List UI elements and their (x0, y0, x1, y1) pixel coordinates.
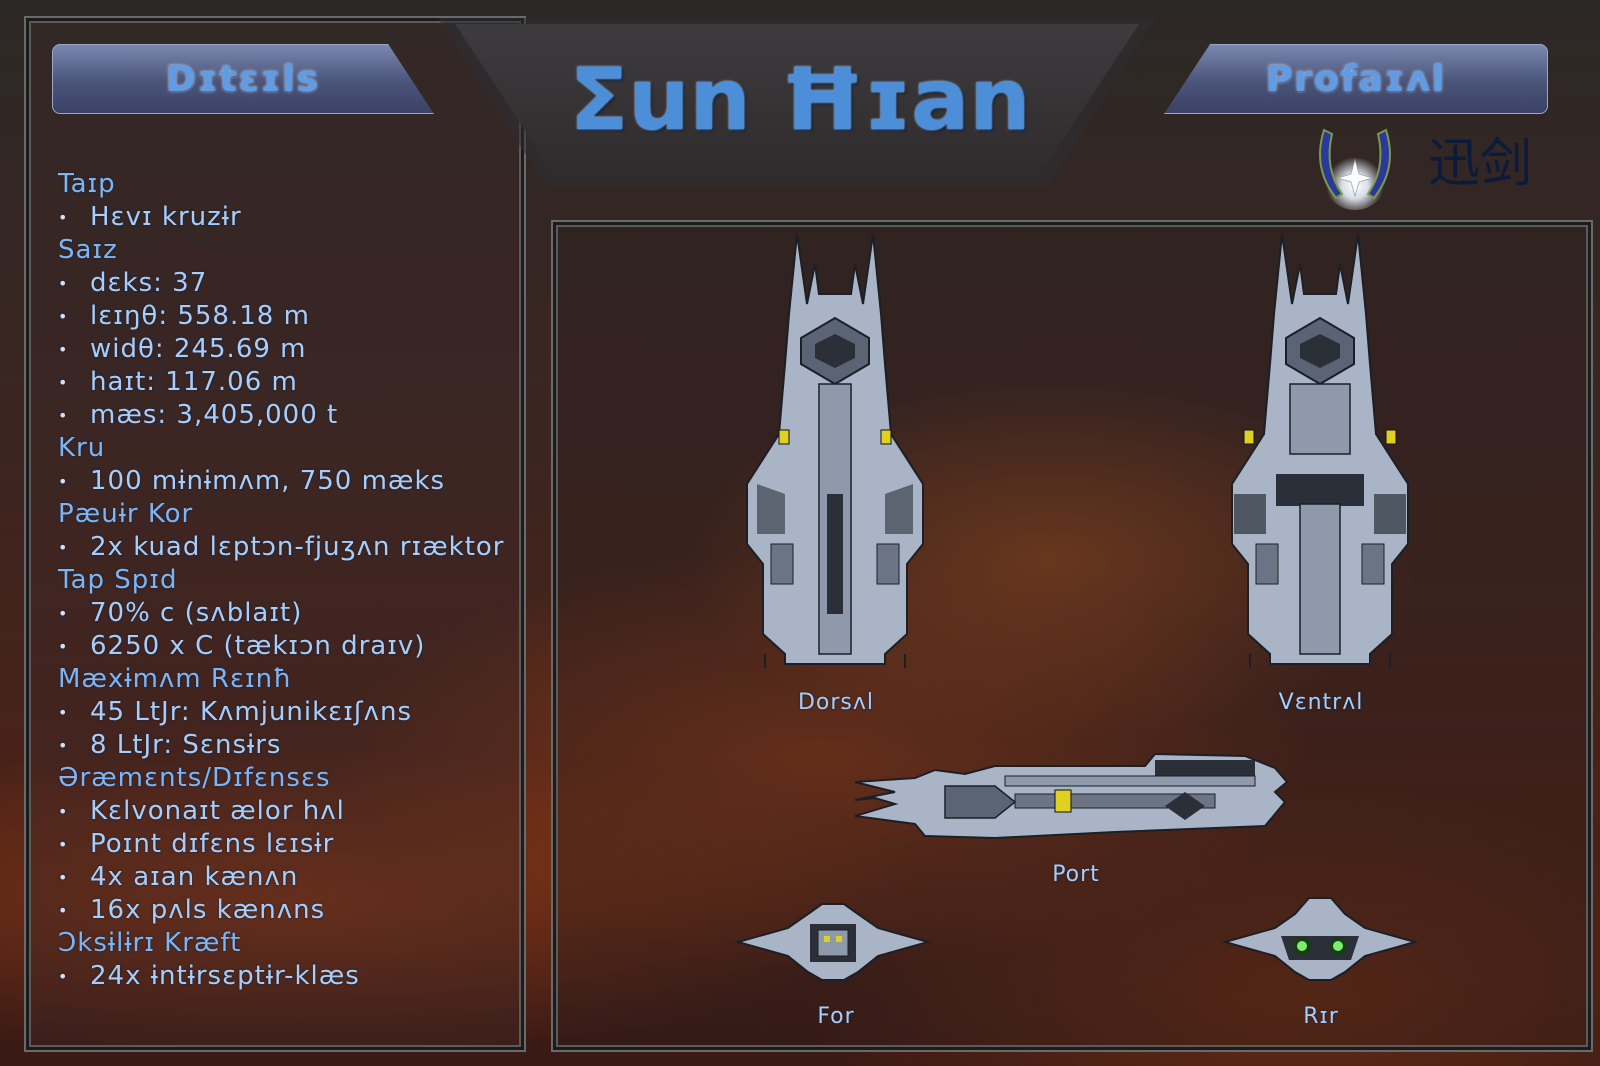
ship-dorsal-view (746, 233, 924, 668)
details-heading: Kru (58, 433, 106, 463)
label-fore: For (817, 1004, 855, 1029)
details-heading: Taɪp (58, 169, 116, 199)
details-heading: Pæuɨr Kor (58, 499, 194, 529)
details-item: 24x ɨntɨrsɛptɨr-klæs (58, 960, 508, 993)
label-port: Port (1052, 862, 1100, 887)
tab-profile[interactable]: Profaɪʌl (1164, 44, 1548, 114)
label-dorsal: Dorsʌl (797, 690, 875, 715)
details-heading: Tap Spɪd (58, 565, 178, 595)
tab-details[interactable]: Dɪtɛɪls (52, 44, 434, 114)
ship-rear-view (1221, 897, 1419, 981)
details-list: TaɪpHɛvɪ kruzɨrSaɪzdɛks: 37lɛɪŋθ: 558.18… (58, 168, 508, 993)
ship-port-view (854, 752, 1289, 840)
details-heading: Əræmɛnts/Dɪfɛnsɛs (58, 763, 331, 793)
details-item: 70% c (sʌblaɪt) (58, 597, 508, 630)
details-item: 100 mɨnɨmʌm, 750 mæks (58, 465, 508, 498)
details-item: mæs: 3,405,000 t (58, 399, 508, 432)
details-item: 2x kuad lɛptɔn-fjuʒʌn rɪæktor (58, 531, 508, 564)
label-rear: Rɪr (1303, 1004, 1339, 1029)
details-item: Kɛlvonaɪt ælor hʌl (58, 795, 508, 828)
details-item: 45 LtJr: Kʌmjunikɛɪʃʌns (58, 696, 508, 729)
emblem-text: 迅剑 (1428, 134, 1533, 194)
details-heading: Mæxɨmʌm Rɛɪnħ (58, 664, 293, 694)
details-item: 4x aɪan kænʌn (58, 861, 508, 894)
details-item: Hɛvɪ kruzɨr (58, 201, 508, 234)
details-heading: Saɪz (58, 235, 118, 265)
details-heading: Ɔksɨlɨrɪ Kræft (58, 928, 242, 958)
details-item: haɪt: 117.06 m (58, 366, 508, 399)
details-item: widθ: 245.69 m (58, 333, 508, 366)
emblem-icon (1319, 128, 1391, 210)
details-item: dɛks: 37 (58, 267, 508, 300)
details-item: Poɪnt dɪfɛns lɛɪsɨr (58, 828, 508, 861)
details-item: 6250 x C (tækɪɔn draɪv) (58, 630, 508, 663)
ship-ventral-view (1231, 233, 1409, 668)
details-item: lɛɪŋθ: 558.18 m (58, 300, 508, 333)
details-item: 8 LtJr: Sɛnsɨrs (58, 729, 508, 762)
label-ventral: Vɛntrʌl (1278, 690, 1364, 715)
details-item: 16x pʌls kænʌns (58, 894, 508, 927)
ship-fore-view (734, 903, 932, 981)
page-title: Ʃun Ħɪan (569, 50, 1031, 150)
profile-panel (553, 222, 1591, 1050)
title-frame-inner (455, 24, 1139, 180)
